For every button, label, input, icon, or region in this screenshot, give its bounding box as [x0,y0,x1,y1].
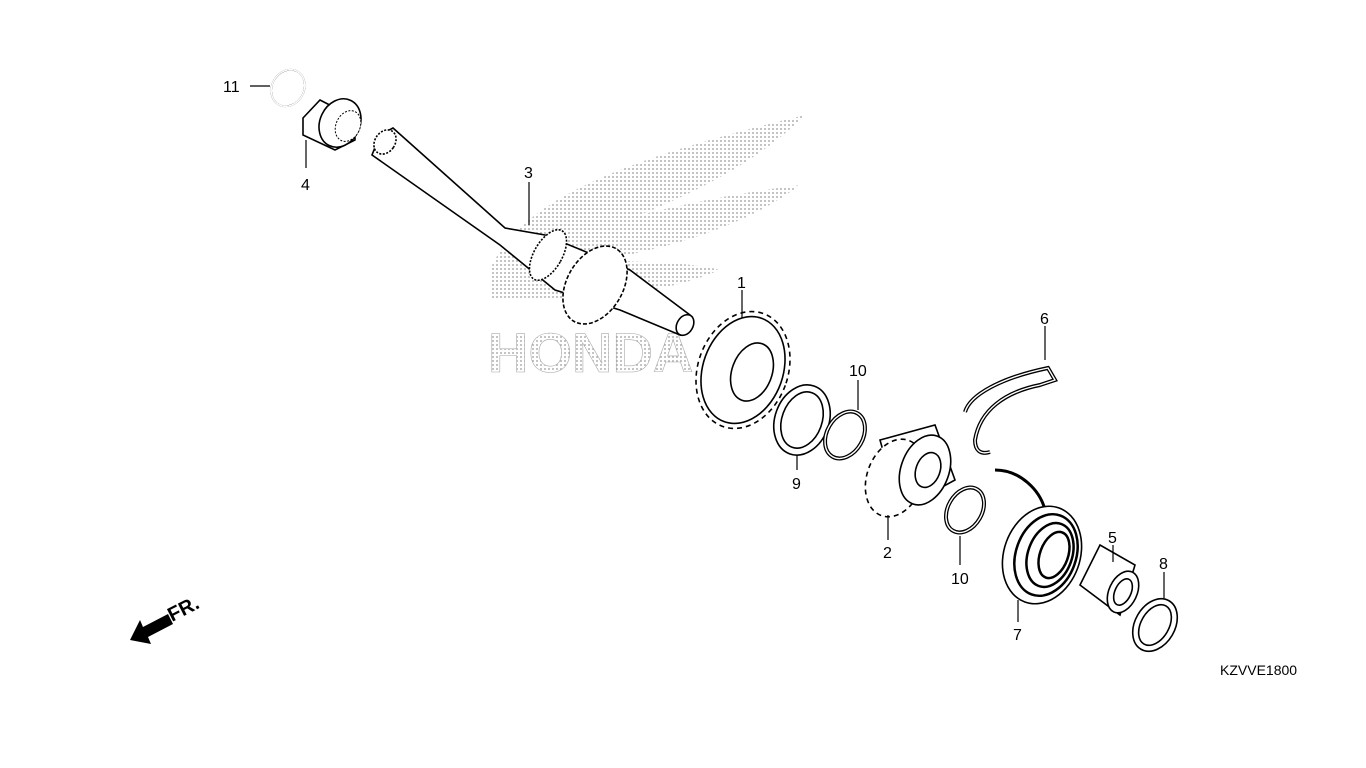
callout-11: 11 [223,79,240,96]
callout-1: 1 [737,275,746,292]
arrow-left-icon [130,614,173,644]
watermark-text: HONDA [488,321,693,384]
callout-10-lower: 10 [951,571,969,588]
callout-6: 6 [1040,311,1049,328]
part-10-circlip-lower[interactable] [938,481,991,565]
part-3-shaft[interactable] [369,126,697,339]
callout-5: 5 [1108,530,1117,547]
callout-2: 2 [883,545,892,562]
callout-4: 4 [301,177,310,194]
part-10-circlip-upper[interactable] [817,380,873,466]
part-11-circlip[interactable] [250,64,311,113]
callout-8: 8 [1159,556,1168,573]
part-1-gear[interactable] [680,290,806,442]
diagram-code: KZVVE1800 [1220,662,1297,678]
front-direction-arrow: FR. [130,592,203,644]
part-4-collar[interactable] [302,92,369,168]
part-9-washer[interactable] [764,377,839,470]
part-8-washer[interactable] [1124,572,1187,659]
part-7-coil-spring[interactable] [989,468,1095,622]
part-5-collar[interactable] [1078,543,1145,618]
callout-9: 9 [792,476,801,493]
callout-7: 7 [1013,627,1022,644]
callout-10-upper: 10 [849,363,867,380]
part-2-ratchet[interactable] [855,424,960,540]
part-6-spring[interactable] [963,326,1058,455]
callout-3: 3 [524,165,533,182]
